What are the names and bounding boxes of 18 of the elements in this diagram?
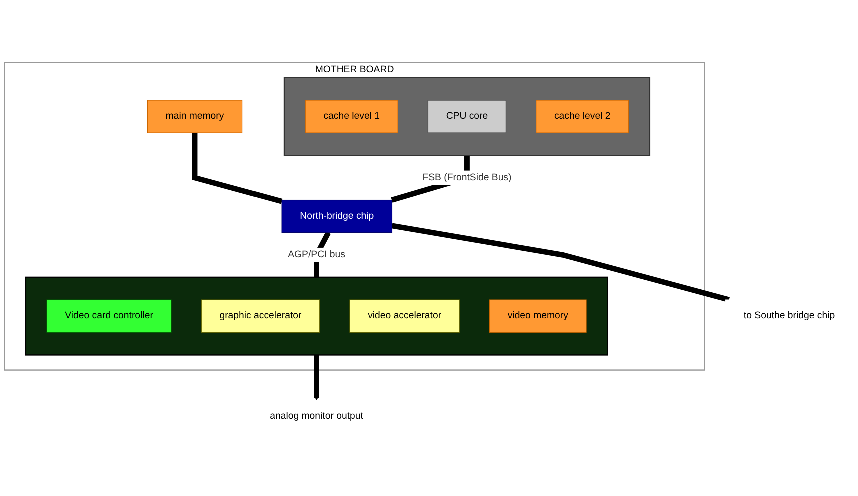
node-box: video accelerator: [350, 300, 460, 333]
cluster: [25, 276, 608, 356]
arrow: [314, 355, 320, 401]
node-box: main memory: [147, 100, 243, 134]
edge-label: FSB (FrontSide Bus): [422, 172, 512, 183]
node-box: graphic accelerator: [201, 300, 320, 333]
node-box: Video card controller: [46, 300, 172, 333]
node-box: cache level 2: [536, 100, 630, 134]
cluster: [284, 77, 651, 156]
connector: [392, 223, 730, 303]
node-box: CPU core: [428, 100, 507, 134]
connector: [192, 133, 283, 204]
node-box: cache level 1: [305, 100, 398, 134]
edge-label: AGP/PCI bus: [288, 250, 346, 260]
node-box: video memory: [489, 300, 587, 333]
node-text: analog monitor output: [270, 411, 364, 422]
node-text: to Southe bridge chip: [744, 311, 836, 322]
node-box: North-bridge chip: [282, 200, 393, 234]
